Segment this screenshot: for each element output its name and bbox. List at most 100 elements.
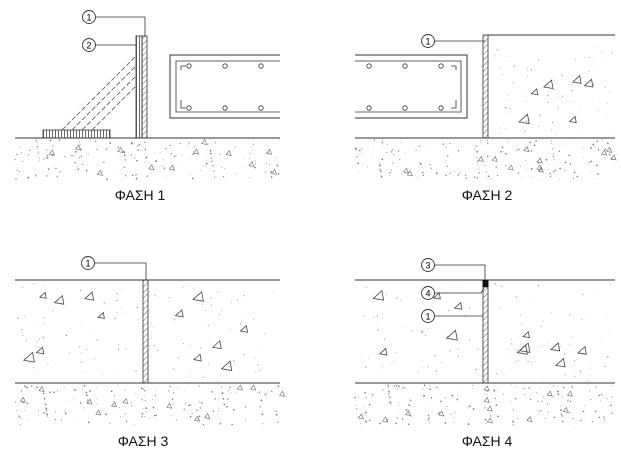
fill-dot bbox=[520, 323, 522, 325]
soil-dot bbox=[571, 386, 574, 388]
fill-dot bbox=[118, 343, 120, 345]
soil-dot bbox=[555, 170, 557, 172]
phase-caption: ΦΑΣΗ 2 bbox=[462, 187, 513, 203]
soil-dot bbox=[15, 401, 17, 403]
fill-dot bbox=[108, 308, 110, 310]
soil-dot bbox=[189, 415, 192, 418]
soil-dot bbox=[600, 400, 602, 402]
soil-dot bbox=[450, 413, 452, 415]
fill-dot bbox=[547, 94, 549, 97]
soil-dot bbox=[38, 157, 40, 159]
fill-dot bbox=[457, 355, 459, 357]
soil-dot bbox=[109, 142, 112, 144]
fill-dot bbox=[254, 371, 256, 373]
soil-dot bbox=[393, 385, 395, 387]
soil-dot bbox=[365, 420, 367, 423]
fill-dot bbox=[508, 112, 510, 114]
fill-dot bbox=[135, 370, 137, 372]
soil-dot bbox=[465, 177, 467, 179]
soil-dot bbox=[176, 155, 178, 156]
soil-dot bbox=[397, 150, 400, 152]
fill-dot bbox=[508, 94, 510, 96]
fill-dot bbox=[33, 322, 35, 323]
fill-dot bbox=[598, 97, 600, 99]
soil-dot bbox=[259, 406, 261, 408]
rebar-dot bbox=[258, 105, 264, 111]
fill-dot bbox=[589, 367, 591, 369]
aggregate-triangle bbox=[97, 311, 105, 319]
fill-dot bbox=[116, 311, 118, 313]
soil-dot bbox=[171, 398, 174, 401]
aggregate-mark bbox=[236, 384, 243, 391]
soil-dot bbox=[85, 169, 88, 172]
fill-dot bbox=[534, 357, 535, 359]
soil-texture bbox=[355, 139, 617, 181]
fill-dot bbox=[158, 296, 160, 297]
aggregate-triangle bbox=[53, 294, 65, 305]
soil-dot bbox=[399, 413, 401, 415]
soil-dot bbox=[417, 146, 419, 148]
svg-text:2: 2 bbox=[86, 41, 91, 51]
fill-dot bbox=[435, 370, 438, 372]
soil-dot bbox=[484, 164, 486, 166]
soil-dot bbox=[76, 169, 78, 171]
soil-dot bbox=[163, 159, 164, 160]
fill-dot bbox=[243, 354, 245, 356]
soil-dot bbox=[63, 386, 65, 388]
soil-dot bbox=[170, 415, 172, 417]
soil-dot bbox=[584, 405, 586, 406]
soil-dot bbox=[55, 167, 57, 170]
soil-dot bbox=[467, 423, 470, 425]
fill-dot bbox=[47, 363, 49, 365]
soil-dot bbox=[135, 392, 136, 394]
soil-dot bbox=[387, 393, 390, 395]
soil-dot bbox=[454, 171, 456, 173]
fill-dot bbox=[254, 357, 256, 359]
fill-dot bbox=[121, 307, 122, 308]
soil-dot bbox=[568, 154, 570, 157]
soil-dot bbox=[113, 404, 115, 406]
soil-dot bbox=[490, 415, 492, 417]
fill-dot bbox=[551, 121, 554, 124]
soil-dot bbox=[140, 387, 143, 390]
soil-dot bbox=[79, 401, 81, 403]
fill-dot bbox=[475, 368, 477, 371]
soil-dot bbox=[149, 417, 151, 419]
svg-text:4: 4 bbox=[425, 289, 430, 299]
soil-dot bbox=[89, 390, 91, 392]
soil-dot bbox=[87, 153, 89, 155]
soil-dot bbox=[124, 159, 126, 161]
fill-dot bbox=[24, 316, 25, 318]
soil-dot bbox=[79, 144, 81, 146]
fill-dot bbox=[376, 315, 379, 317]
soil-dot bbox=[430, 397, 433, 399]
fill-dot bbox=[556, 338, 558, 339]
soil-dot bbox=[254, 163, 257, 165]
aggregate-triangle bbox=[568, 115, 577, 124]
soil-dot bbox=[202, 423, 205, 426]
soil-dot bbox=[557, 393, 560, 396]
soil-dot bbox=[261, 413, 264, 416]
soil-dot bbox=[271, 418, 273, 420]
soil-dot bbox=[46, 175, 48, 177]
fill-dot bbox=[526, 69, 529, 71]
soil-dot bbox=[596, 164, 598, 167]
fill-dot bbox=[449, 350, 451, 352]
soil-dot bbox=[231, 423, 233, 426]
fill-dot bbox=[245, 297, 246, 299]
soil-dot bbox=[355, 148, 357, 150]
aggregate-mark bbox=[526, 416, 533, 423]
soil-dot bbox=[44, 402, 46, 404]
soil-dot bbox=[192, 153, 194, 156]
soil-dot bbox=[105, 413, 107, 416]
soil-dot bbox=[191, 177, 194, 180]
soil-dot bbox=[277, 173, 280, 175]
fill-dot bbox=[136, 306, 139, 309]
soil-dot bbox=[537, 400, 539, 402]
fill-dot bbox=[557, 107, 559, 109]
soil-dot bbox=[582, 410, 585, 413]
fill-dot bbox=[497, 65, 499, 67]
soil-dot bbox=[210, 157, 213, 159]
soil-dot bbox=[549, 175, 552, 178]
soil-dot bbox=[38, 410, 40, 412]
